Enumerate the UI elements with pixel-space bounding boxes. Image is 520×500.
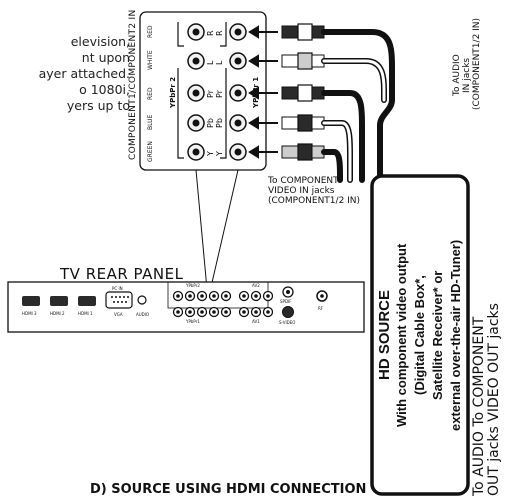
port-label-pc-in: PC IN bbox=[112, 286, 123, 291]
port-label-spdif: SPDIF bbox=[280, 299, 292, 304]
port-label-av1: AV1 bbox=[252, 319, 260, 324]
port-label-vga: VGA bbox=[114, 312, 123, 317]
group-label-ypbpr2: YPbPr 2 bbox=[169, 77, 177, 109]
section-heading: D) SOURCE USING HDMI CONNECTION bbox=[90, 482, 367, 497]
tv-rear-panel bbox=[7, 281, 365, 333]
color-label-red2: RED bbox=[147, 87, 154, 100]
out-note-line: OUT jacks VIDEO OUT jacks bbox=[486, 303, 502, 496]
leader-lines bbox=[195, 169, 239, 301]
out-note-line: To AUDIO To COMPONENT bbox=[471, 316, 487, 496]
jack-letter-right-r: R bbox=[215, 30, 224, 36]
jack-pb-right bbox=[229, 114, 247, 132]
tv-av-jacks bbox=[167, 281, 274, 318]
jack-l-left bbox=[187, 52, 205, 70]
input-arrows bbox=[248, 25, 278, 159]
jacks-left-column bbox=[187, 23, 205, 161]
port-label-svideo: S-VIDEO bbox=[279, 320, 295, 325]
port-label-av2: AV2 bbox=[252, 283, 260, 288]
hd-source-text: HD SOURCE With component video output (D… bbox=[372, 176, 468, 494]
jack-letter-left-y: Y bbox=[206, 151, 215, 157]
svideo-port bbox=[282, 306, 294, 318]
jack-letter-left-l: L bbox=[206, 60, 215, 65]
intro-line: yers up to bbox=[66, 98, 130, 113]
audio-note-line: IN jacks bbox=[462, 57, 472, 93]
port-label-hdmi1: HDMI 1 bbox=[78, 311, 93, 316]
intro-line: elevision, bbox=[70, 34, 130, 49]
jack-letter-right-l: L bbox=[215, 60, 224, 65]
video-note-line: (COMPONENT1/2 IN) bbox=[268, 196, 361, 206]
color-label-white: WHITE bbox=[147, 50, 154, 70]
port-label-rf: RF bbox=[318, 306, 324, 311]
audio-port bbox=[137, 295, 147, 305]
hd-source-title: HD SOURCE bbox=[376, 290, 393, 381]
rca-plugs bbox=[281, 23, 325, 161]
video-note-line: To COMPONENT bbox=[268, 176, 339, 186]
jack-letter-right-pr: Pr bbox=[215, 89, 224, 98]
port-label-ypbpr2: YPbPr2 bbox=[185, 283, 200, 288]
video-note-line: VIDEO IN jacks bbox=[268, 186, 335, 196]
port-label-hdmi3: HDMI 3 bbox=[22, 311, 37, 316]
jack-y-left bbox=[187, 143, 205, 161]
jack-l-right bbox=[229, 52, 247, 70]
jack-r-right bbox=[229, 23, 247, 41]
audio-cable-down bbox=[377, 80, 395, 176]
hd-source-line: external over-the-air HD-Tuner) bbox=[448, 239, 463, 431]
jack-letter-right-y: Y bbox=[215, 151, 224, 157]
jack-pr-left bbox=[187, 84, 205, 102]
audio-note-line: (COMPONENT1/2 IN) bbox=[472, 17, 482, 110]
color-label-blue: BLUE bbox=[147, 114, 154, 130]
color-label-red1: RED bbox=[147, 25, 154, 38]
component-video-note: To COMPONENT VIDEO IN jacks (COMPONENT1/… bbox=[268, 176, 360, 206]
audio-note: To AUDIO IN jacks (COMPONENT1/2 IN) bbox=[452, 17, 482, 113]
jack-r-left bbox=[187, 23, 205, 41]
hd-source-line: (Digital Cable Box*, bbox=[412, 275, 427, 395]
hd-source-line: Satellite Receiver* or bbox=[430, 270, 445, 400]
intro-line: o 1080i, bbox=[79, 82, 130, 97]
port-label-ypbpr1: YPbPr1 bbox=[185, 319, 200, 324]
jacks-right-column bbox=[229, 23, 247, 161]
out-jacks-note: To AUDIO To COMPONENT OUT jacks VIDEO OU… bbox=[471, 228, 502, 496]
component-heading: COMPONENT1/COMPONENT2 IN bbox=[128, 9, 138, 160]
intro-text: elevision, nt upon ayer attached. o 1080… bbox=[0, 34, 130, 114]
jack-letter-left-pb: Pb bbox=[206, 118, 215, 128]
color-label-green: GREEN bbox=[147, 141, 154, 162]
jack-letter-left-r: R bbox=[206, 30, 215, 36]
audio-note-line: To AUDIO bbox=[452, 54, 462, 96]
hdmi-ports bbox=[22, 296, 96, 306]
hd-source-box bbox=[370, 174, 470, 496]
jack-pb-left bbox=[187, 114, 205, 132]
jack-y-right bbox=[229, 143, 247, 161]
panel-title: TV REAR PANEL bbox=[60, 265, 184, 283]
jack-letter-left-pr: Pr bbox=[206, 89, 215, 98]
vga-port bbox=[105, 291, 133, 309]
port-label-hdmi2: HDMI 2 bbox=[50, 311, 65, 316]
jack-pr-right bbox=[229, 84, 247, 102]
intro-line: nt upon bbox=[81, 50, 130, 65]
group-brackets bbox=[177, 22, 227, 159]
intro-line: ayer attached. bbox=[38, 66, 130, 81]
hd-source-line: With component video output bbox=[394, 243, 409, 427]
port-label-audio: AUDIO bbox=[136, 312, 149, 317]
jack-letter-right-pb: Pb bbox=[215, 118, 224, 128]
